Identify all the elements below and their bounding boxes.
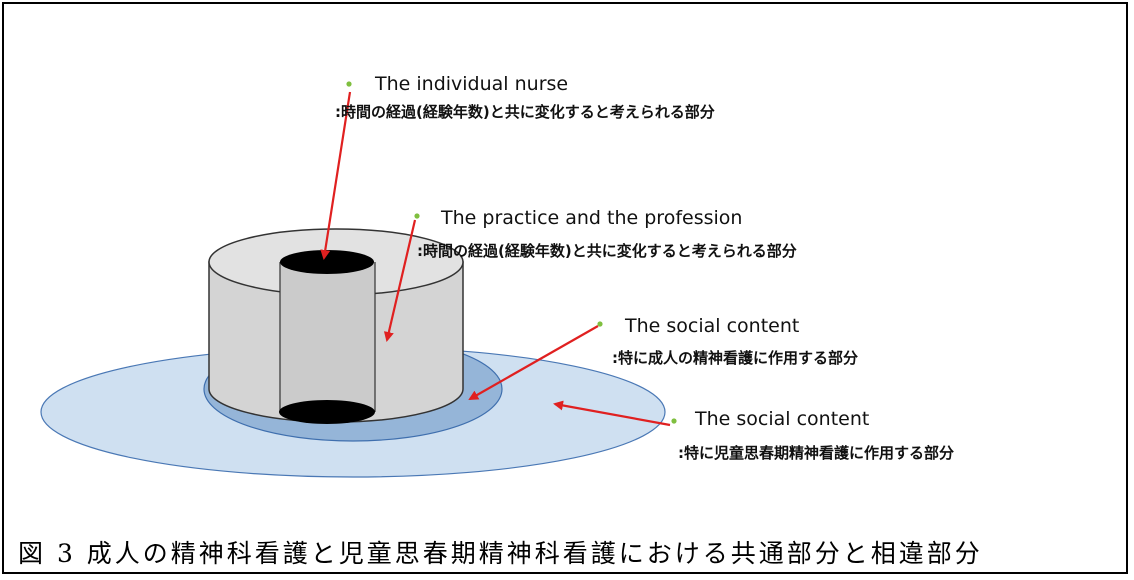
bullet-dot — [597, 321, 603, 327]
arrow-individual-nurse — [320, 91, 352, 260]
bullet-dot — [346, 81, 352, 87]
label-practice-profession-desc: :時間の経過(経験年数)と共に変化すると考えられる部分 — [417, 242, 797, 260]
label-practice-profession-title: The practice and the profession — [440, 207, 742, 229]
label-social-content-adult-desc: :特に成人の精神看護に作用する部分 — [612, 349, 858, 367]
label-social-content-adult-title: The social content — [624, 315, 799, 337]
individual-nurse-core — [279, 250, 376, 424]
arrow-social-content-child — [553, 400, 671, 427]
arrow-social-content-adult — [468, 325, 599, 400]
arrow-practice-profession — [383, 219, 417, 342]
bullet-dot — [414, 213, 420, 219]
label-social-content-child-title: The social content — [694, 408, 869, 430]
label-social-content-child-desc: :特に児童思春期精神看護に作用する部分 — [678, 444, 954, 462]
label-individual-nurse-desc: :時間の経過(経験年数)と共に変化すると考えられる部分 — [335, 103, 715, 121]
label-individual-nurse-title: The individual nurse — [374, 73, 568, 95]
bullet-dot — [671, 418, 677, 424]
figure-caption: 図 3 成人の精神科看護と児童思春期精神科看護における共通部分と相違部分 — [18, 539, 983, 568]
layered-model-diagram: The individual nurse :時間の経過(経験年数)と共に変化する… — [40, 73, 954, 478]
figure-frame: The individual nurse :時間の経過(経験年数)と共に変化する… — [2, 2, 1128, 574]
